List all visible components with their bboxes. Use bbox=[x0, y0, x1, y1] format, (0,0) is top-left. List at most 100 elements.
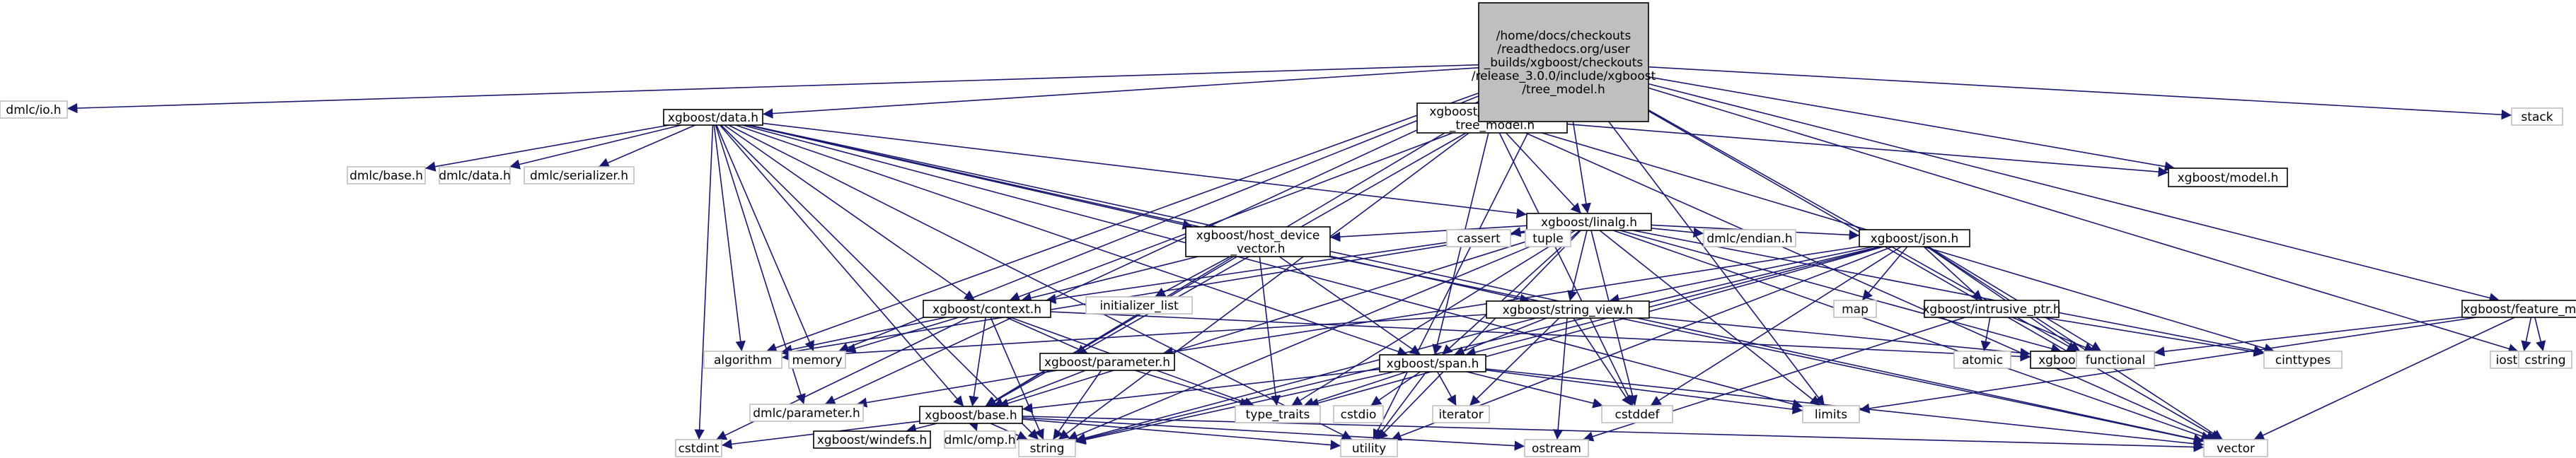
edge-sview-to-iterator bbox=[1469, 317, 1560, 406]
iptr-label-line: xgboost/intrusive_ptr.h bbox=[1922, 303, 2060, 317]
node-span[interactable]: xgboost/span.h bbox=[1379, 354, 1486, 372]
edge-iptr-to-atomic bbox=[1980, 317, 1991, 352]
edge-linalg-to-span bbox=[1441, 230, 1581, 356]
node-typetraits: type_traits bbox=[1235, 405, 1321, 423]
node-iterator: iterator bbox=[1432, 405, 1490, 423]
node-model[interactable]: xgboost/model.h bbox=[2168, 168, 2288, 187]
node-linalg[interactable]: xgboost/linalg.h bbox=[1526, 213, 1652, 231]
edge-root-to-string bbox=[1058, 121, 1485, 440]
root-label-line: /release_3.0.0/include/xgboost bbox=[1472, 69, 1656, 83]
node-map: map bbox=[1833, 300, 1877, 318]
edge-hdv-to-ilist bbox=[1155, 256, 1231, 298]
iterator-box bbox=[1432, 405, 1490, 423]
edge-data-to-span bbox=[735, 124, 1409, 357]
edge-span-to-iterator bbox=[1437, 371, 1457, 406]
utility-box bbox=[1340, 439, 1398, 457]
edge-sview-to-algorithm bbox=[781, 314, 1487, 363]
dependency-edges bbox=[67, 64, 2546, 452]
node-hdv[interactable]: xgboost/host_device_vector.h bbox=[1185, 226, 1331, 257]
xbase-label-line: xgboost/base.h bbox=[925, 409, 1017, 423]
edge-span-to-limits bbox=[1485, 369, 1803, 415]
cstring-box bbox=[2518, 351, 2572, 369]
sview-box bbox=[1486, 300, 1650, 319]
node-context[interactable]: xgboost/context.h bbox=[923, 300, 1051, 318]
node-endian: dmlc/endian.h bbox=[1703, 229, 1796, 247]
edge-data-to-memory bbox=[715, 124, 814, 352]
node-xbase[interactable]: xgboost/base.h bbox=[919, 406, 1023, 424]
edge-data-to-ddata bbox=[509, 124, 681, 170]
edge-root-to-linalg bbox=[1572, 121, 1591, 214]
edge-data-to-cstdint bbox=[694, 124, 714, 440]
ddata-label-line: dmlc/data.h bbox=[439, 169, 511, 183]
root-box bbox=[1478, 2, 1649, 122]
vector-label-line: vector bbox=[2217, 442, 2255, 456]
edge-param-to-string bbox=[1052, 370, 1102, 440]
cinttypes-box bbox=[2263, 351, 2343, 369]
span-box bbox=[1379, 354, 1486, 372]
edge-fmap-to-cstring bbox=[2534, 317, 2546, 352]
edge-fmap-to-limits bbox=[1859, 317, 2477, 413]
dparam-label-line: dmlc/parameter.h bbox=[753, 406, 860, 421]
windefs-box bbox=[813, 430, 931, 449]
node-dser: dmlc/serializer.h bbox=[524, 166, 635, 184]
edge-sview-to-cstddef bbox=[1573, 317, 1632, 406]
io-label-line: dmlc/io.h bbox=[6, 103, 61, 117]
edge-param-to-typetraits bbox=[1134, 370, 1251, 408]
node-omp: dmlc/omp.h bbox=[944, 430, 1016, 449]
edge-data-to-xbase bbox=[719, 124, 964, 407]
edge-iptr-to-cinttypes bbox=[2043, 317, 2265, 357]
node-io: dmlc/io.h bbox=[0, 100, 68, 119]
root-label-line: /home/docs/checkouts bbox=[1496, 29, 1631, 43]
node-iptr[interactable]: xgboost/intrusive_ptr.h bbox=[1922, 300, 2061, 318]
model-box bbox=[2168, 168, 2288, 187]
edge-xbase-to-ostream bbox=[1022, 417, 1525, 451]
memory-box bbox=[788, 351, 846, 369]
map-box bbox=[1833, 300, 1877, 318]
edge-xbase-to-vector bbox=[1022, 416, 2205, 452]
edge-root-to-data bbox=[762, 67, 1479, 119]
fmap-box bbox=[2461, 300, 2576, 318]
edge-data-to-algorithm bbox=[713, 124, 746, 352]
edge-json-to-string bbox=[1075, 246, 1880, 444]
node-json[interactable]: xgboost/json.h bbox=[1859, 229, 1970, 247]
cstddef-label-line: cstddef bbox=[1615, 408, 1660, 422]
algorithm-box bbox=[703, 351, 782, 369]
endian-label-line: dmlc/endian.h bbox=[1706, 232, 1792, 246]
node-sview[interactable]: xgboost/string_view.h bbox=[1486, 300, 1650, 319]
data-label-line: xgboost/data.h bbox=[668, 111, 758, 125]
node-data[interactable]: xgboost/data.h bbox=[663, 109, 763, 126]
io-box bbox=[0, 100, 68, 119]
edge-json-to-span bbox=[1465, 246, 1883, 358]
edge-mtt-to-vector bbox=[1525, 132, 2217, 440]
typetraits-label-line: type_traits bbox=[1246, 408, 1310, 422]
edge-linalg-to-sview bbox=[1567, 230, 1588, 302]
hdv-label-line: xgboost/host_device bbox=[1196, 229, 1320, 243]
algorithm-label-line: algorithm bbox=[714, 353, 772, 368]
dparam-box bbox=[749, 404, 864, 422]
node-algorithm: algorithm bbox=[703, 351, 782, 369]
map-label-line: map bbox=[1842, 303, 1869, 317]
edge-linalg-to-endian bbox=[1651, 227, 1704, 238]
model-label-line: xgboost/model.h bbox=[2178, 171, 2279, 185]
node-vector: vector bbox=[2203, 439, 2268, 457]
iptr-box bbox=[1924, 300, 2060, 318]
node-param[interactable]: xgboost/parameter.h bbox=[1039, 353, 1175, 371]
edge-context-to-logging bbox=[1050, 311, 2031, 362]
hdv-label-line: _vector.h bbox=[1230, 242, 1285, 257]
edge-iptr-to-functional bbox=[2011, 317, 2096, 353]
edge-param-to-xbase bbox=[993, 370, 1086, 408]
edge-root-to-vector bbox=[1648, 110, 2222, 440]
edge-linalg-to-xbase bbox=[998, 230, 1562, 409]
node-string: string bbox=[1018, 439, 1076, 457]
stack-label-line: stack bbox=[2521, 110, 2553, 124]
edge-json-to-logging bbox=[1927, 246, 2081, 352]
edge-data-to-dbase bbox=[424, 124, 670, 172]
node-dparam: dmlc/parameter.h bbox=[749, 404, 864, 422]
node-windefs[interactable]: xgboost/windefs.h bbox=[813, 430, 931, 449]
edge-context-to-xbase bbox=[969, 317, 986, 407]
edge-context-to-string bbox=[990, 317, 1044, 440]
edge-span-to-cstddef bbox=[1467, 371, 1603, 409]
node-fmap[interactable]: xgboost/feature_map.h bbox=[2461, 300, 2576, 318]
node-ddata: dmlc/data.h bbox=[439, 166, 511, 184]
edge-hdv-to-span bbox=[1278, 256, 1421, 356]
